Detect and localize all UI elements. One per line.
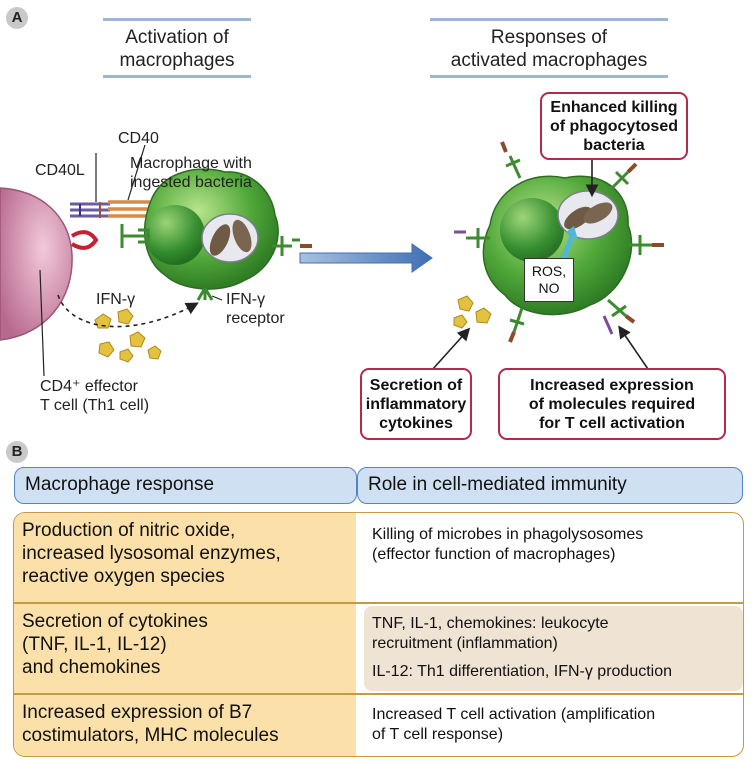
table-row-1-right: Killing of microbes in phagolysosomes (e…: [364, 515, 743, 600]
row3-left-line2: costimulators, MHC molecules: [22, 725, 279, 746]
callout-expression-line3: for T cell activation: [539, 414, 685, 432]
row2-left-line3: and chemokines: [22, 657, 161, 678]
row2-left-line1: Secretion of cytokines: [22, 611, 208, 632]
row3-right-line2: of T cell response): [372, 726, 504, 743]
row1-left-line3: reactive oxygen species: [22, 566, 225, 587]
label-macrophage-line2: ingested bacteria: [130, 174, 252, 191]
heading-responses: Responses of activated macrophages: [430, 18, 668, 78]
row1-right-line2: (effector function of macrophages): [372, 546, 616, 563]
row1-left-line2: increased lysosomal enzymes,: [22, 543, 281, 564]
row-divider-2: [14, 693, 743, 695]
label-cd40: CD40: [118, 130, 159, 147]
callout-increased-expression: Increased expression of molecules requir…: [498, 368, 726, 440]
callout-secretion-line1: Secretion of: [369, 376, 463, 394]
ros-no-box: ROS, NO: [524, 258, 574, 302]
table-row-2-right: TNF, IL-1, chemokines: leukocyte recruit…: [364, 606, 743, 691]
callout-secretion-line3: cytokines: [379, 414, 453, 432]
t-cell: [0, 187, 73, 341]
label-t-cell-line2: T cell (Th1 cell): [40, 397, 150, 414]
label-ifn-receptor-line2: receptor: [226, 310, 285, 327]
callout-enhanced-killing: Enhanced killing of phagocytosed bacteri…: [540, 92, 688, 160]
macrophage-right: [454, 141, 664, 343]
response-table: Production of nitric oxide, increased ly…: [13, 512, 744, 757]
diagram-illustration: [0, 141, 664, 377]
callout-killing-line2: of phagocytosed: [549, 117, 678, 135]
callout-secretion-line2: inflammatory: [365, 395, 467, 413]
heading-responses-line1: Responses of: [490, 27, 608, 48]
label-macrophage-line1: Macrophage with: [130, 155, 252, 172]
panel-letter-b: B: [6, 441, 28, 463]
table-row-1-left: Production of nitric oxide, increased ly…: [14, 513, 356, 602]
heading-activation-line2: macrophages: [119, 50, 235, 71]
table-header-right: Role in cell-mediated immunity: [357, 467, 743, 504]
callout-killing-line1: Enhanced killing: [550, 98, 678, 116]
heading-activation-line1: Activation of: [125, 27, 229, 48]
callout-expression-line2: of molecules required: [528, 395, 696, 413]
row-divider-1: [14, 602, 743, 604]
row2-right-line1: TNF, IL-1, chemokines: leukocyte: [372, 615, 609, 632]
label-macrophage: Macrophage with ingested bacteria: [130, 154, 252, 192]
label-cd40l: CD40L: [35, 162, 85, 179]
label-t-cell-line1: CD4⁺ effector: [40, 378, 138, 395]
label-t-cell: CD4⁺ effector T cell (Th1 cell): [40, 377, 149, 415]
table-header-left: Macrophage response: [14, 467, 357, 504]
ros-no-line2: NO: [538, 280, 560, 296]
row2-left-line2: (TNF, IL-1, IL-12): [22, 634, 167, 655]
row2-right-line3: IL-12: Th1 differentiation, IFN-γ produc…: [372, 663, 673, 680]
row3-right-line1: Increased T cell activation (amplificati…: [372, 706, 656, 723]
row1-left-line1: Production of nitric oxide,: [22, 520, 236, 541]
tcr-receptor: [70, 230, 99, 250]
label-ifn-receptor-line1: IFN-γ: [226, 291, 266, 308]
callout-killing-line3: bacteria: [583, 136, 645, 154]
cd40l-cd40-receptors: [70, 200, 150, 218]
activation-arrow: [299, 243, 433, 273]
heading-activation: Activation of macrophages: [103, 18, 251, 78]
ifn-gamma-particles: [94, 308, 162, 363]
macrophage-left: [120, 168, 312, 301]
row3-left-line1: Increased expression of B7: [22, 702, 253, 723]
heading-responses-line2: activated macrophages: [450, 50, 648, 71]
table-row-3-right: Increased T cell activation (amplificati…: [364, 697, 743, 756]
callout-expression-line1: Increased expression: [530, 376, 694, 394]
table-row-2-left: Secretion of cytokines (TNF, IL-1, IL-12…: [14, 604, 356, 693]
row1-right-line1: Killing of microbes in phagolysosomes: [372, 526, 644, 543]
panel-letter-a: A: [6, 7, 28, 29]
label-ifn-gamma: IFN-γ: [96, 291, 136, 308]
label-ifn-receptor: IFN-γ receptor: [226, 290, 285, 328]
row2-right-line2: recruitment (inflammation): [372, 635, 558, 652]
ros-no-line1: ROS,: [531, 263, 567, 279]
callout-secretion: Secretion of inflammatory cytokines: [360, 368, 472, 440]
secreted-cytokines: [453, 295, 492, 329]
table-row-3-left: Increased expression of B7 costimulators…: [14, 695, 356, 756]
